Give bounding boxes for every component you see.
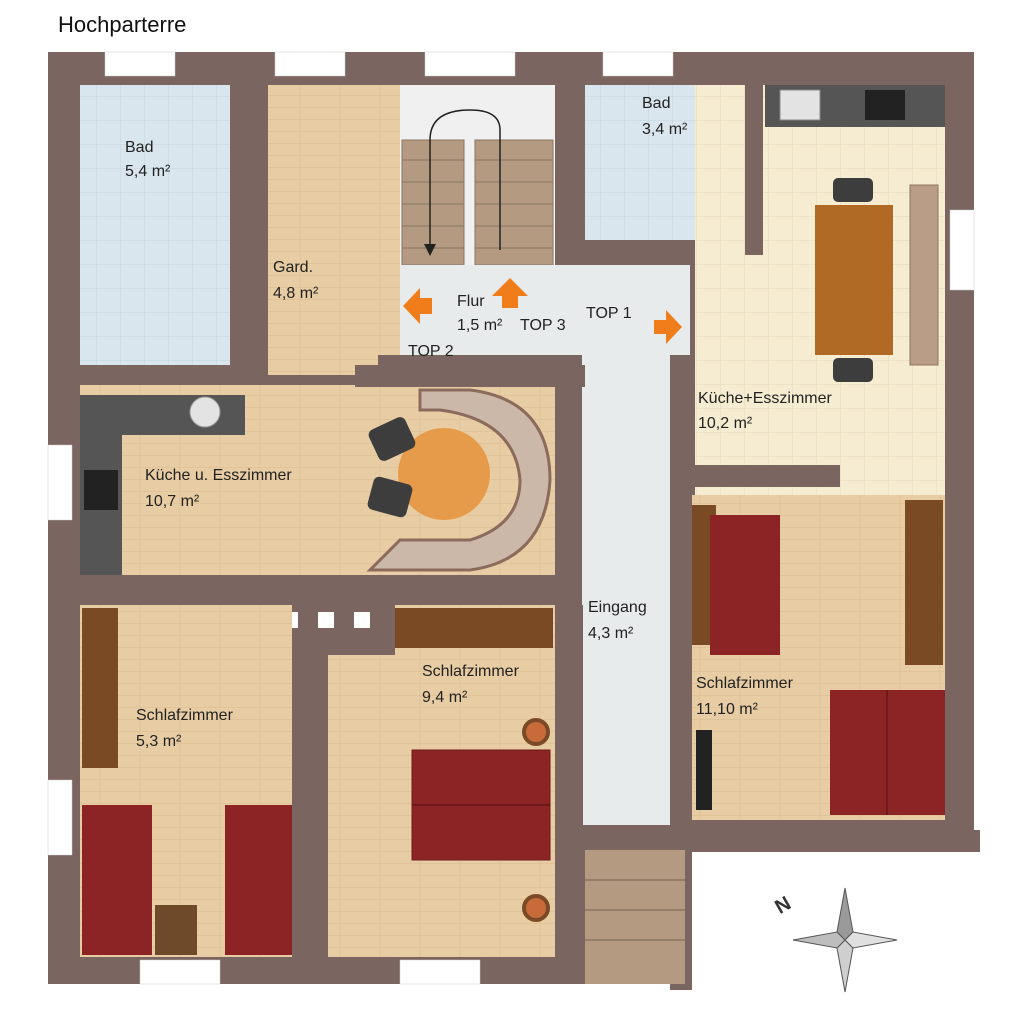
stove-left [84, 470, 118, 510]
wall-kitchen-bedrooms [48, 575, 168, 605]
room-gard-wall-lower [230, 85, 268, 385]
arrow-top2-icon [403, 288, 432, 324]
wardrobe-3 [905, 500, 943, 665]
label-top-2: TOP 2 [408, 343, 454, 360]
area-gard: 4,8 m² [273, 285, 319, 302]
area-eingang: 4,3 m² [588, 625, 634, 642]
area-schlaf-1: 5,3 m² [136, 733, 182, 750]
lamp-bottom [522, 894, 550, 922]
wall-schlaf1-schlaf2 [292, 735, 328, 957]
room-eingang-floor [582, 355, 670, 825]
area-bad-2: 3,4 m² [642, 121, 688, 138]
chair-bottom [833, 358, 873, 382]
area-bad-1: 5,4 m² [125, 163, 171, 180]
windows [47, 51, 975, 985]
sink [779, 89, 821, 121]
chair-top [833, 178, 873, 202]
label-top-3: TOP 3 [520, 317, 566, 334]
bed-3a [710, 515, 780, 655]
label-kueche-1: Küche u. Esszimmer [145, 467, 292, 484]
label-gard: Gard. [273, 259, 313, 276]
wardrobe-2 [395, 608, 553, 648]
stove [865, 90, 905, 120]
stairs [401, 139, 554, 266]
wall-kueche-top [355, 365, 585, 387]
lamp-top [522, 718, 550, 746]
wall-schlaf3-left [670, 487, 692, 830]
room-gard-floor-fix [268, 85, 378, 375]
kitchen-counter-left [80, 395, 245, 575]
dining-table-round [398, 428, 490, 520]
arrow-top3-icon [492, 278, 528, 308]
wall-kitchen-bedrooms-2 [230, 575, 580, 605]
area-schlaf-2: 9,4 m² [422, 689, 468, 706]
outer-wall-notch-edge [670, 830, 980, 852]
curved-bench [366, 388, 552, 572]
compass-rose-icon [792, 887, 898, 993]
label-kueche-2: Küche+Esszimmer [698, 390, 832, 407]
tv [696, 730, 712, 810]
arrow-top1-icon [654, 310, 682, 344]
wardrobe-1 [82, 608, 118, 768]
wall-schlaf2-eingang [555, 605, 583, 957]
label-top-1: TOP 1 [586, 305, 632, 322]
area-kueche-2: 10,2 m² [698, 415, 753, 432]
chair-left-1 [368, 417, 416, 461]
bed-1a [82, 805, 152, 955]
stair-direction-arrow [429, 109, 501, 250]
nightstand-1 [155, 905, 197, 955]
bench-right [909, 184, 939, 366]
area-flur: 1,5 m² [457, 317, 503, 334]
sink-left [189, 396, 221, 428]
label-eingang: Eingang [588, 599, 647, 616]
plan-title: Hochparterre [58, 12, 187, 37]
kitchen2-lower-wall [670, 465, 840, 487]
label-bad-1: Bad [125, 139, 153, 156]
room-flur-floor [400, 265, 690, 355]
label-schlaf-2: Schlafzimmer [422, 663, 520, 680]
label-schlaf-1: Schlafzimmer [136, 707, 234, 724]
chair-left-2 [367, 476, 413, 518]
room-bad-1-floor [80, 85, 230, 365]
area-schlaf-3: 11,10 m² [696, 701, 759, 718]
label-bad-2: Bad [642, 95, 670, 112]
entrance-stairs [585, 850, 685, 984]
dining-table-right [815, 205, 893, 355]
label-schlaf-3: Schlafzimmer [696, 675, 794, 692]
outside-notch [690, 850, 980, 990]
area-kueche-1: 10,7 m² [145, 493, 200, 510]
bed-1b [225, 805, 295, 955]
label-flur: Flur [457, 293, 485, 310]
room-kueche-2-wall-corner [745, 85, 763, 255]
